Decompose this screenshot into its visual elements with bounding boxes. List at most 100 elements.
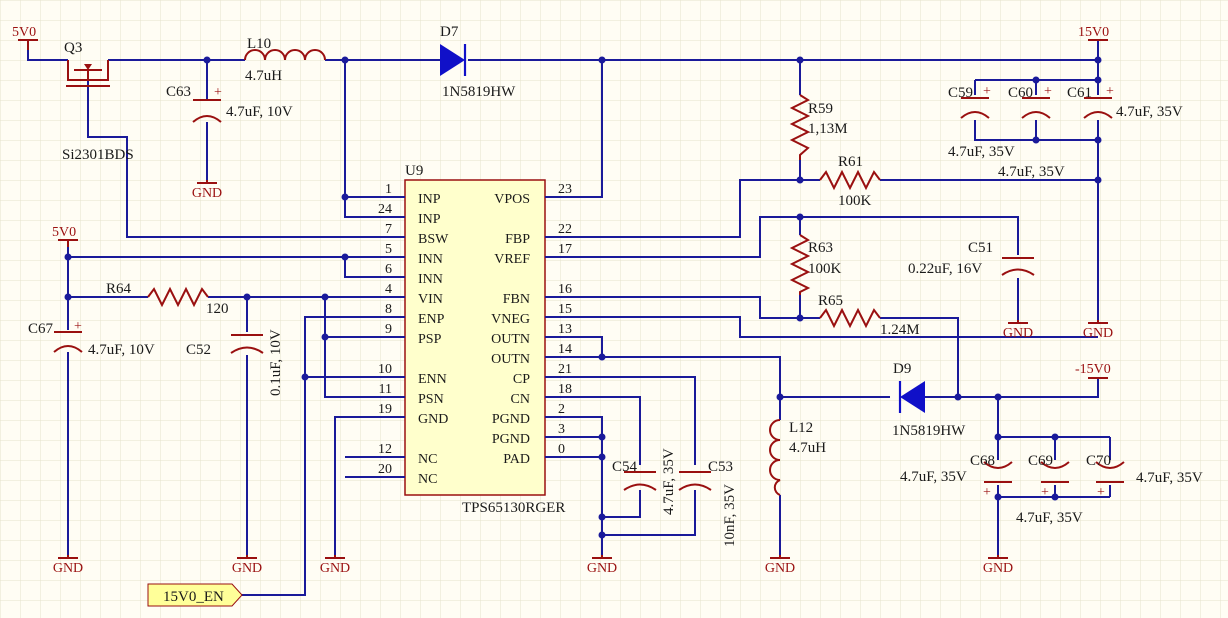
ic-pin-name: INN: [418, 272, 443, 287]
ic-pin-name: BSW: [418, 232, 449, 247]
d9-diode[interactable]: D9 1N5819HW: [892, 361, 966, 439]
l10-inductor[interactable]: L10 4.7uH: [244, 36, 326, 84]
r65-resistor[interactable]: R65 1.24M: [818, 293, 920, 338]
d9-ref: D9: [893, 361, 911, 377]
c59-capacitor[interactable]: + C59 4.7uF, 35V: [948, 84, 1015, 160]
c54-value: 4.7uF, 35V: [661, 448, 677, 515]
r61-resistor[interactable]: R61 100K: [819, 154, 881, 209]
ic-pin-name: PAD: [503, 452, 530, 467]
gnd-label: GND: [765, 561, 795, 576]
ic-pin-name: ENP: [418, 312, 445, 327]
net-label-15v0-en[interactable]: 15V0_EN: [147, 583, 243, 607]
c68-capacitor[interactable]: + C68 4.7uF, 35V: [900, 453, 1013, 500]
ic-pin-name: FBP: [505, 232, 530, 247]
ic-pin-number: 24: [378, 202, 392, 217]
ic-pin-name: INP: [418, 192, 441, 207]
ic-pin-name: INP: [418, 212, 441, 227]
c70-value: 4.7uF, 35V: [1136, 470, 1203, 486]
c53-capacitor[interactable]: C53 10nF, 35V: [678, 459, 738, 547]
ic-pin-name: NC: [418, 452, 437, 467]
gnd-symbol: GND: [1083, 320, 1113, 341]
r65-ref: R65: [818, 293, 843, 309]
ic-pin-number: 0: [558, 442, 565, 457]
q3-mosfet[interactable]: Q3 Si2301BDS: [62, 40, 134, 163]
ic-pin-name: CN: [511, 392, 530, 407]
svg-text:+: +: [214, 85, 222, 100]
r59-resistor[interactable]: R59 1,13M: [789, 94, 848, 160]
ic-pin-number: 19: [378, 402, 392, 417]
ic-pin-name: ENN: [418, 372, 447, 387]
q3-ref: Q3: [64, 40, 82, 56]
r59-ref: R59: [808, 101, 833, 117]
c52-value: 0.1uF, 10V: [268, 329, 284, 396]
l12-ref: L12: [789, 420, 813, 436]
junctions: [64, 56, 1102, 539]
svg-text:+: +: [983, 84, 991, 99]
gnd-symbol: GND: [192, 180, 222, 201]
svg-text:15V0: 15V0: [1078, 25, 1109, 40]
d7-diode[interactable]: D7 1N5819HW: [440, 24, 516, 100]
c59-value: 4.7uF, 35V: [948, 144, 1015, 160]
c52-capacitor[interactable]: C52 0.1uF, 10V: [186, 329, 284, 396]
r64-ref: R64: [106, 281, 132, 297]
power-5v0-top: 5V0: [12, 25, 38, 50]
ic-pin-name: CP: [513, 372, 530, 387]
ic-pin-name: VNEG: [491, 312, 530, 327]
c69-capacitor[interactable]: + C69 4.7uF, 35V: [1016, 453, 1083, 526]
svg-text:+: +: [983, 485, 991, 500]
q3-value: Si2301BDS: [62, 147, 134, 163]
c67-value: 4.7uF, 10V: [88, 342, 155, 358]
r64-resistor[interactable]: R64 120: [106, 281, 229, 317]
ic-pin-number: 10: [378, 362, 392, 377]
gnd-label: GND: [232, 561, 262, 576]
ic-pin-name: INN: [418, 252, 443, 267]
r63-value: 100K: [808, 261, 842, 277]
c54-capacitor[interactable]: C54 4.7uF, 35V: [612, 448, 677, 515]
power-15v0: 15V0: [1078, 25, 1109, 41]
r63-resistor[interactable]: R63 100K: [789, 234, 842, 295]
ic-body[interactable]: [404, 179, 546, 496]
c51-capacitor[interactable]: C51 0.22uF, 16V: [908, 240, 1035, 277]
gnd-label: GND: [1003, 326, 1033, 341]
r61-value: 100K: [838, 193, 872, 209]
ic-pin-number: 8: [385, 302, 392, 317]
d9-value: 1N5819HW: [892, 423, 966, 439]
ic-pin-number: 14: [558, 342, 572, 357]
svg-text:-15V0: -15V0: [1075, 362, 1111, 377]
c60-capacitor[interactable]: + C60 4.7uF, 35V: [998, 84, 1065, 180]
ic-pins: 1INP24INP7BSW5INN6INN4VIN8ENP9PSP10ENN11…: [365, 182, 585, 487]
ic-pin-number: 20: [378, 462, 392, 477]
c63-capacitor[interactable]: + C63 4.7uF, 10V: [166, 84, 293, 123]
ic-pin-number: 23: [558, 182, 572, 197]
ic-u9[interactable]: U9 TPS65130RGER 1INP24INP7BSW5INN6INN4VI…: [365, 163, 585, 516]
l10-ref: L10: [247, 36, 271, 52]
ic-pin-number: 3: [558, 422, 565, 437]
svg-text:5V0: 5V0: [52, 225, 76, 240]
l12-inductor[interactable]: L12 4.7uH: [769, 419, 826, 496]
svg-text:5V0: 5V0: [12, 25, 36, 40]
ic-pin-number: 15: [558, 302, 572, 317]
gnd-label: GND: [320, 561, 350, 576]
c61-capacitor[interactable]: + C61 4.7uF, 35V: [1067, 84, 1183, 120]
c61-ref: C61: [1067, 85, 1092, 101]
r64-value: 120: [206, 301, 229, 317]
ic-pin-name: GND: [418, 412, 448, 427]
ic-pin-name: OUTN: [491, 352, 530, 367]
c70-capacitor[interactable]: + C70 4.7uF, 35V: [1086, 453, 1203, 500]
ic-pin-name: NC: [418, 472, 437, 487]
c67-capacitor[interactable]: + C67 4.7uF, 10V: [28, 319, 155, 358]
net-label-text: 15V0_EN: [163, 589, 224, 605]
ic-pin-number: 7: [385, 222, 392, 237]
gnd-label: GND: [53, 561, 83, 576]
l12-value: 4.7uH: [789, 440, 826, 456]
c70-ref: C70: [1086, 453, 1111, 469]
ic-pin-name: PSN: [418, 392, 444, 407]
c69-ref: C69: [1028, 453, 1053, 469]
c59-ref: C59: [948, 85, 973, 101]
gnd-symbol: GND: [983, 555, 1013, 576]
ic-pin-name: FBN: [503, 292, 530, 307]
power-neg-15v0: -15V0: [1075, 362, 1111, 379]
gnd-symbol: GND: [232, 555, 262, 576]
